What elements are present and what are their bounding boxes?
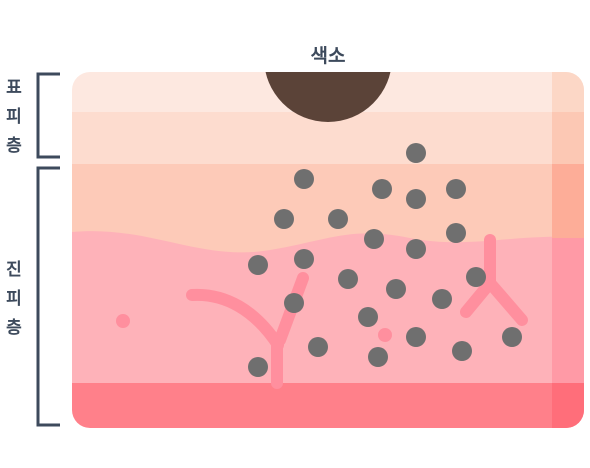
pigment-particle-icon <box>386 279 406 299</box>
pigment-particle-icon <box>406 143 426 163</box>
pigment-particle-icon <box>446 223 466 243</box>
pigment-particle-icon <box>466 267 486 287</box>
dermis-bracket <box>36 166 60 427</box>
pigment-particle-icon <box>446 179 466 199</box>
epidermis-label-char: 층 <box>6 136 22 156</box>
pigment-particle-icon <box>294 169 314 189</box>
shade-epidermis <box>552 112 584 164</box>
epidermis-label-char: 표 <box>6 78 22 98</box>
dermis-label-char: 층 <box>6 318 22 338</box>
pigment-particle-icon <box>328 209 348 229</box>
dermis-label-char: 진 <box>6 260 22 280</box>
epidermis-label-char: 피 <box>6 107 22 127</box>
shade-dermis-upper <box>552 164 584 248</box>
pigment-particle-icon <box>294 249 314 269</box>
pigment-particle-icon <box>284 293 304 313</box>
pigment-particle-icon <box>274 209 294 229</box>
pigment-particle-icon <box>248 357 268 377</box>
pigment-particle-icon <box>368 347 388 367</box>
vessel-dot <box>116 314 130 328</box>
base-layer <box>72 383 584 428</box>
epidermis-bracket <box>36 72 60 159</box>
pigment-particle-icon <box>364 229 384 249</box>
pigment-particle-icon <box>406 327 426 347</box>
pigment-particle-icon <box>432 289 452 309</box>
melanin-semicircle-icon <box>264 72 392 122</box>
pigment-label: 색소 <box>311 45 346 67</box>
pigment-particle-icon <box>406 239 426 259</box>
skin-block <box>72 72 584 428</box>
pigment-particle-icon <box>358 307 378 327</box>
pigment-particles <box>248 143 522 377</box>
pigment-particle-icon <box>308 337 328 357</box>
pigment-particle-icon <box>452 341 472 361</box>
shade-base <box>552 383 584 428</box>
dermis-label-char: 피 <box>6 289 22 309</box>
vessel-dot <box>378 328 392 342</box>
pigment-particle-icon <box>372 179 392 199</box>
pigment-particle-icon <box>248 255 268 275</box>
pigment-particle-icon <box>338 269 358 289</box>
shade-epidermis-top <box>552 72 584 112</box>
pigment-particle-icon <box>502 327 522 347</box>
pigment-particle-icon <box>406 189 426 209</box>
shade-dermis <box>552 238 584 383</box>
